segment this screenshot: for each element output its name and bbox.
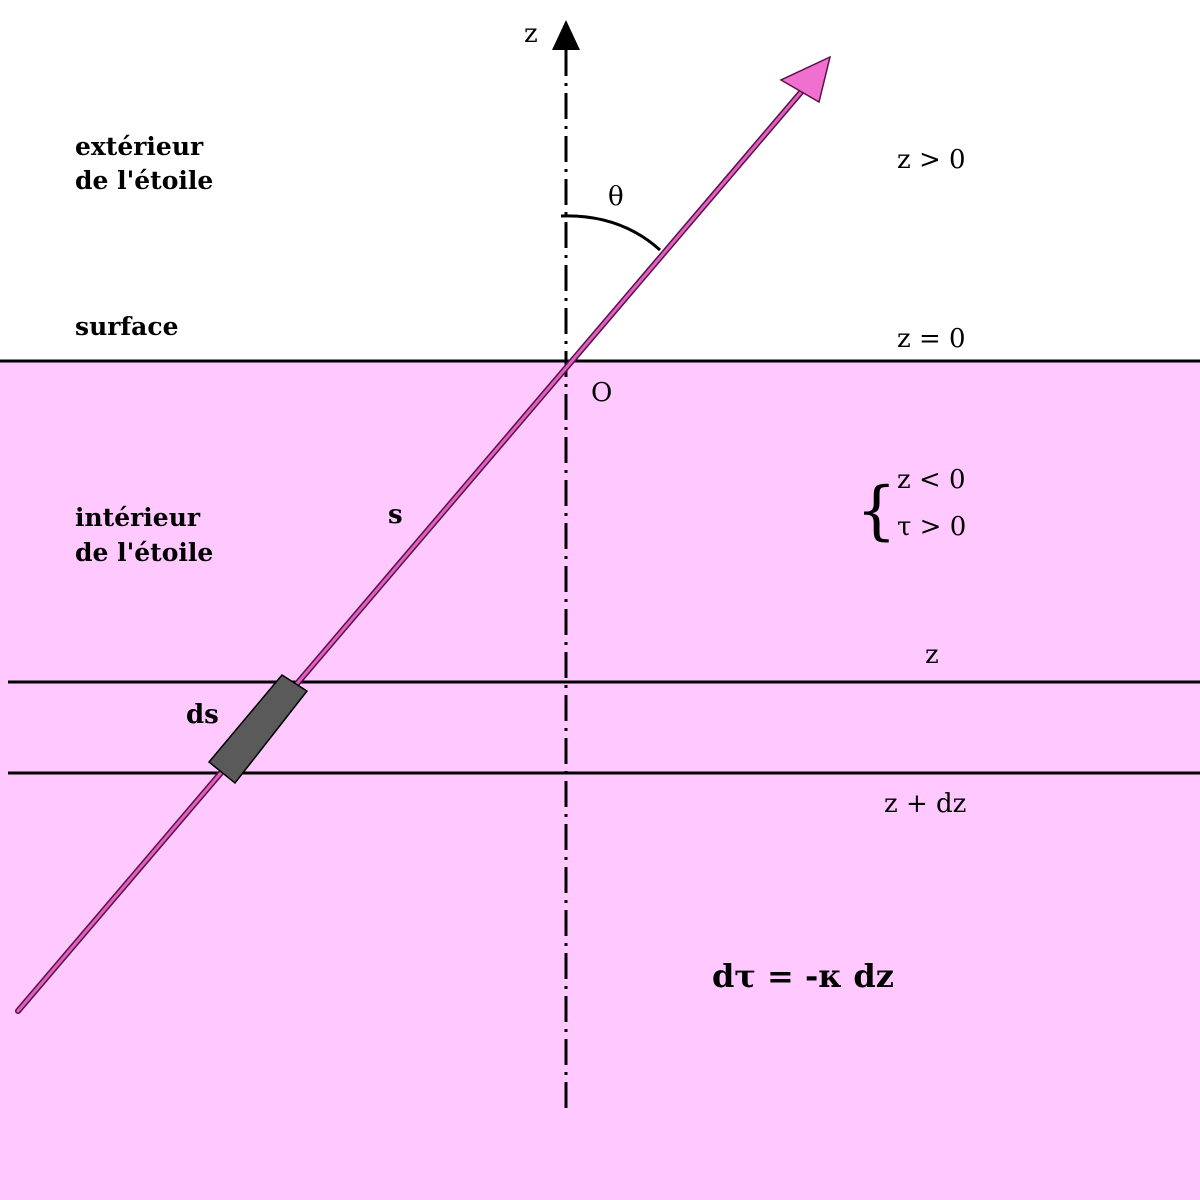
axis-arrow-icon bbox=[552, 20, 580, 50]
arrow-head-icon bbox=[779, 55, 832, 104]
z-positive-label: z > 0 bbox=[897, 145, 966, 175]
ds-label: ds bbox=[186, 700, 219, 730]
z-level-label: z bbox=[925, 640, 939, 670]
axis-z-label: z bbox=[524, 19, 538, 49]
theta-arc bbox=[560, 214, 662, 252]
z-negative-label: z < 0 bbox=[897, 465, 966, 495]
theta-label: θ bbox=[608, 182, 624, 212]
optical-depth-formula: dτ = -κ dz bbox=[712, 957, 894, 995]
star-interior-region bbox=[0, 361, 1200, 1200]
origin-label: O bbox=[591, 378, 612, 408]
surface-label: surface bbox=[75, 312, 179, 341]
exterior-label-line1: extérieur bbox=[75, 132, 204, 161]
ray-line bbox=[16, 82, 810, 1013]
ds-element bbox=[207, 674, 309, 785]
tau-positive-label: τ > 0 bbox=[897, 512, 966, 542]
z-zero-label: z = 0 bbox=[897, 324, 966, 354]
interior-label-line1: intérieur bbox=[75, 503, 201, 532]
brace-symbol: { bbox=[856, 474, 897, 548]
z-dz-level-label: z + dz bbox=[884, 789, 966, 819]
interior-label-line2: de l'étoile bbox=[75, 538, 213, 567]
exterior-label-line2: de l'étoile bbox=[75, 166, 213, 195]
path-s-label: s bbox=[388, 500, 403, 530]
